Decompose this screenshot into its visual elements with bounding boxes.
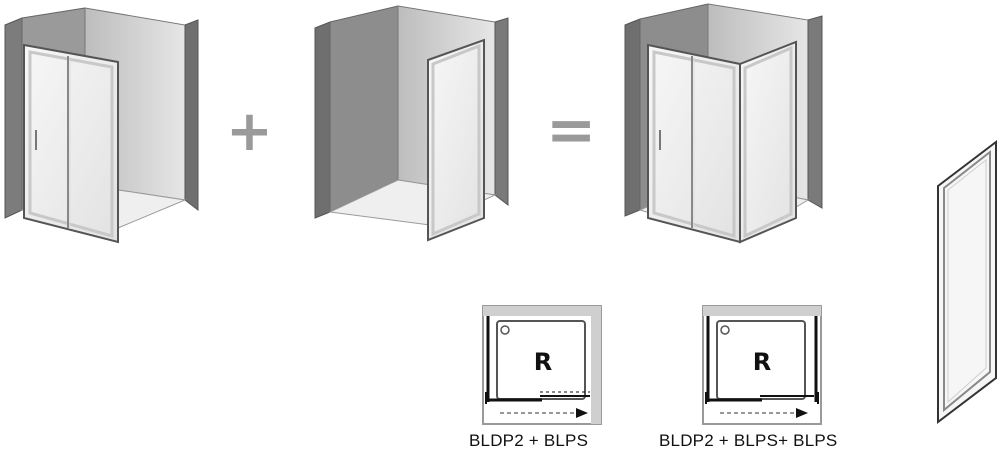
plan-view-2: R [702, 305, 822, 425]
plan-2-caption: BLDP2 + BLPS+ BLPS [659, 431, 838, 450]
corner-side-panel-illustration [314, 5, 509, 242]
plan-1-caption: BLDP2 + BLPS [469, 431, 589, 450]
plus-operator: + [226, 99, 273, 164]
equals-operator: = [546, 95, 597, 165]
plan-view-1: R [482, 305, 602, 425]
standalone-side-panel-illustration [937, 139, 997, 425]
plan-1-letter: R [534, 348, 552, 376]
corner-sliding-door-illustration [4, 7, 199, 244]
plan-2-letter: R [753, 348, 771, 376]
combined-enclosure-illustration [624, 3, 823, 244]
